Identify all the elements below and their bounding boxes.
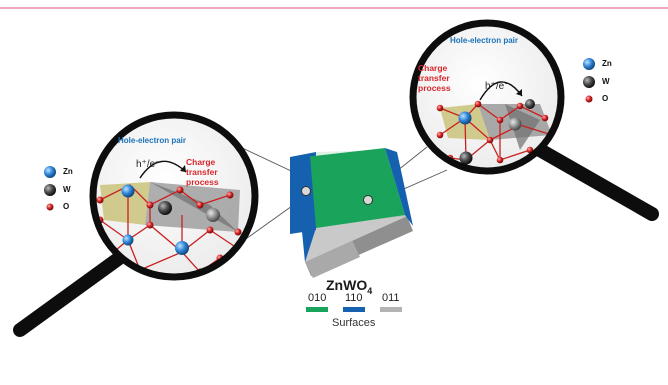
right-process-label: Charge transfer process [418, 63, 451, 93]
left-lattice [96, 160, 244, 276]
legend-right-atoms [583, 58, 595, 103]
compound-title: ZnWO4 [326, 277, 373, 296]
surface-code-010: 010 [308, 292, 327, 304]
crystal-slab [290, 148, 413, 278]
legend-left-atoms [44, 166, 56, 211]
surfaces-caption: Surfaces [332, 317, 376, 329]
right-transfer-arrow [479, 81, 523, 101]
right-atoms [436, 99, 556, 165]
legend-right-o: O [602, 94, 609, 103]
left-transfer-arrow [139, 160, 187, 179]
legend-right-w: W [602, 77, 610, 86]
legend-left-zn: Zn [63, 167, 73, 176]
legend-left-w: W [63, 185, 71, 194]
swatch-110 [343, 307, 365, 312]
right-pair-label: Hole-electron pair [450, 36, 519, 45]
left-pair-label: Hole-electron pair [118, 136, 187, 145]
right-lattice [436, 81, 556, 165]
legend-left-o: O [63, 202, 70, 211]
left-transfer-label: h⁺/e⁻ [136, 159, 161, 170]
right-transfer-label: h⁺/e⁻ [485, 81, 510, 92]
left-magnifier [13, 111, 259, 337]
left-process-label: Charge transfer process [186, 157, 219, 187]
legend-right-zn: Zn [602, 59, 612, 68]
swatch-011 [380, 307, 402, 312]
surface-code-110: 110 [345, 292, 363, 304]
surface-code-011: 011 [382, 292, 400, 304]
surface-swatches [306, 307, 402, 312]
swatch-010 [306, 307, 328, 312]
right-magnifier [409, 19, 659, 221]
